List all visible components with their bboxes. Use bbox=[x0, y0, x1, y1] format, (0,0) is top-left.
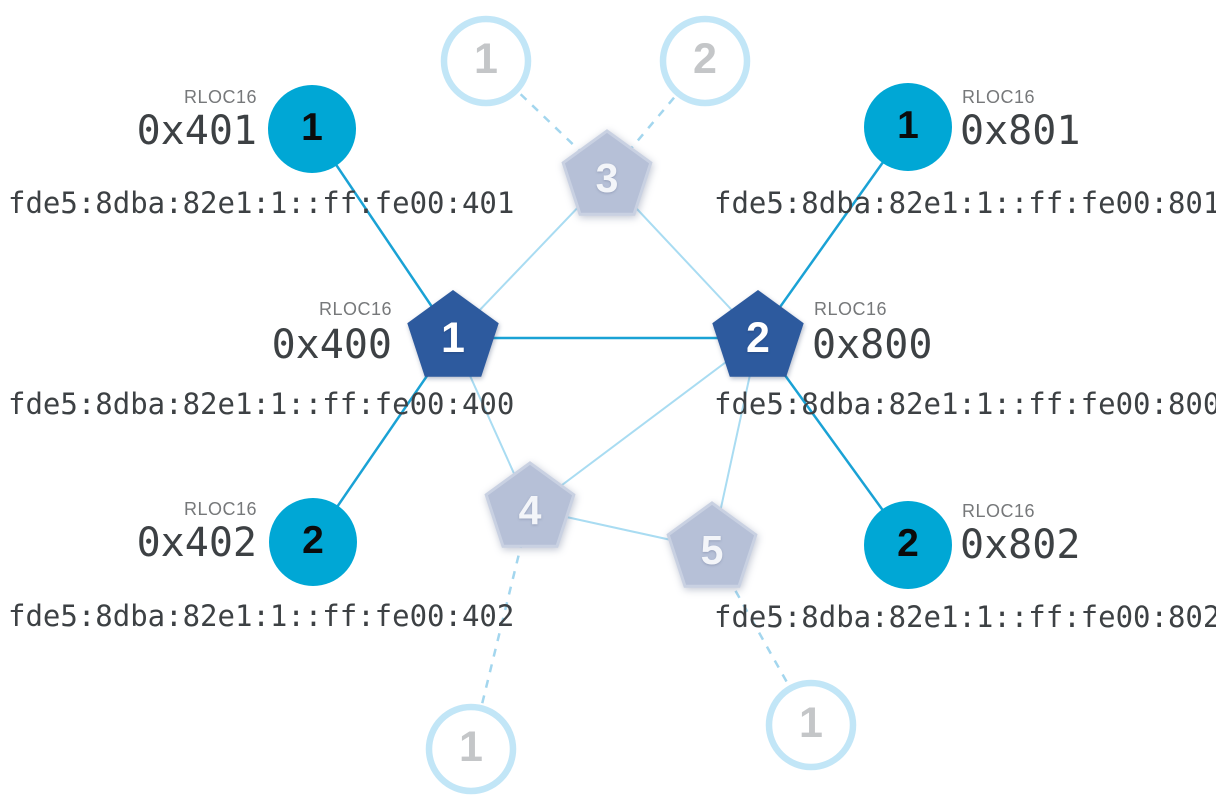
child-0x802-rloc16-label: RLOC16 bbox=[962, 501, 1036, 521]
child-0x802-ipv6: fde5:8dba:82e1:1::ff:fe00:802 bbox=[714, 600, 1216, 634]
inactive-child-bottom1-number: 1 bbox=[459, 722, 483, 771]
link-topchild1-router3 bbox=[485, 60, 608, 178]
child-0x401-ipv6: fde5:8dba:82e1:1::ff:fe00:401 bbox=[8, 186, 515, 220]
child-0x401-circle[interactable] bbox=[268, 85, 356, 173]
child-0x402-ipv6: fde5:8dba:82e1:1::ff:fe00:402 bbox=[8, 599, 515, 633]
router-1-ipv6: fde5:8dba:82e1:1::ff:fe00:400 bbox=[8, 387, 515, 421]
router-1-rloc16-label: RLOC16 bbox=[318, 299, 392, 319]
child-0x402-rloc16-value: 0x402 bbox=[136, 520, 257, 566]
child-0x801-ipv6: fde5:8dba:82e1:1::ff:fe00:801 bbox=[714, 186, 1216, 220]
inactive-child-bottom1-circle[interactable] bbox=[425, 703, 517, 795]
child-0x801-rloc16-value: 0x801 bbox=[960, 108, 1081, 154]
child-0x402-circle[interactable] bbox=[269, 498, 357, 586]
child-0x802-circle[interactable] bbox=[864, 501, 952, 589]
router-1-rloc16-value: 0x400 bbox=[271, 322, 392, 368]
router-1-number: 1 bbox=[441, 313, 465, 362]
child-0x402-rloc16-label: RLOC16 bbox=[183, 499, 257, 519]
router-2-pentagon[interactable] bbox=[712, 290, 804, 377]
inactive-router-5-number: 5 bbox=[700, 526, 724, 573]
child-0x802-number: 2 bbox=[897, 521, 919, 565]
child-0x401-number: 1 bbox=[301, 105, 323, 149]
child-0x801-rloc16-label: RLOC16 bbox=[962, 87, 1036, 107]
inactive-router-4-pentagon[interactable] bbox=[484, 461, 576, 548]
router-1-pentagon[interactable] bbox=[407, 290, 499, 377]
inactive-child-bottom2-circle[interactable] bbox=[765, 679, 857, 771]
child-0x801-number: 1 bbox=[897, 103, 919, 147]
inactive-router-3-number: 3 bbox=[595, 154, 619, 201]
inactive-router-5-pentagon[interactable] bbox=[666, 501, 758, 588]
nodes bbox=[268, 15, 952, 795]
inactive-router-3-pentagon[interactable] bbox=[561, 129, 653, 216]
inactive-child-top2-circle[interactable] bbox=[659, 15, 751, 107]
inactive-router-4-number: 4 bbox=[518, 486, 542, 533]
router-2-number: 2 bbox=[746, 313, 770, 362]
router-2-ipv6: fde5:8dba:82e1:1::ff:fe00:800 bbox=[714, 387, 1216, 421]
inactive-child-top1-number: 1 bbox=[474, 34, 498, 83]
router-2-rloc16-label: RLOC16 bbox=[814, 299, 888, 319]
child-0x402-number: 2 bbox=[302, 518, 324, 562]
child-0x401-rloc16-value: 0x401 bbox=[136, 108, 257, 154]
link-router2-router4 bbox=[529, 337, 759, 510]
child-0x401-rloc16-label: RLOC16 bbox=[183, 87, 257, 107]
inactive-child-bottom2-number: 1 bbox=[799, 698, 823, 747]
child-0x801-circle[interactable] bbox=[864, 83, 952, 171]
inactive-child-top1-circle[interactable] bbox=[440, 15, 532, 107]
router-2-rloc16-value: 0x800 bbox=[812, 322, 933, 368]
inactive-child-top2-number: 2 bbox=[693, 34, 717, 83]
child-0x802-rloc16-value: 0x802 bbox=[960, 522, 1081, 568]
